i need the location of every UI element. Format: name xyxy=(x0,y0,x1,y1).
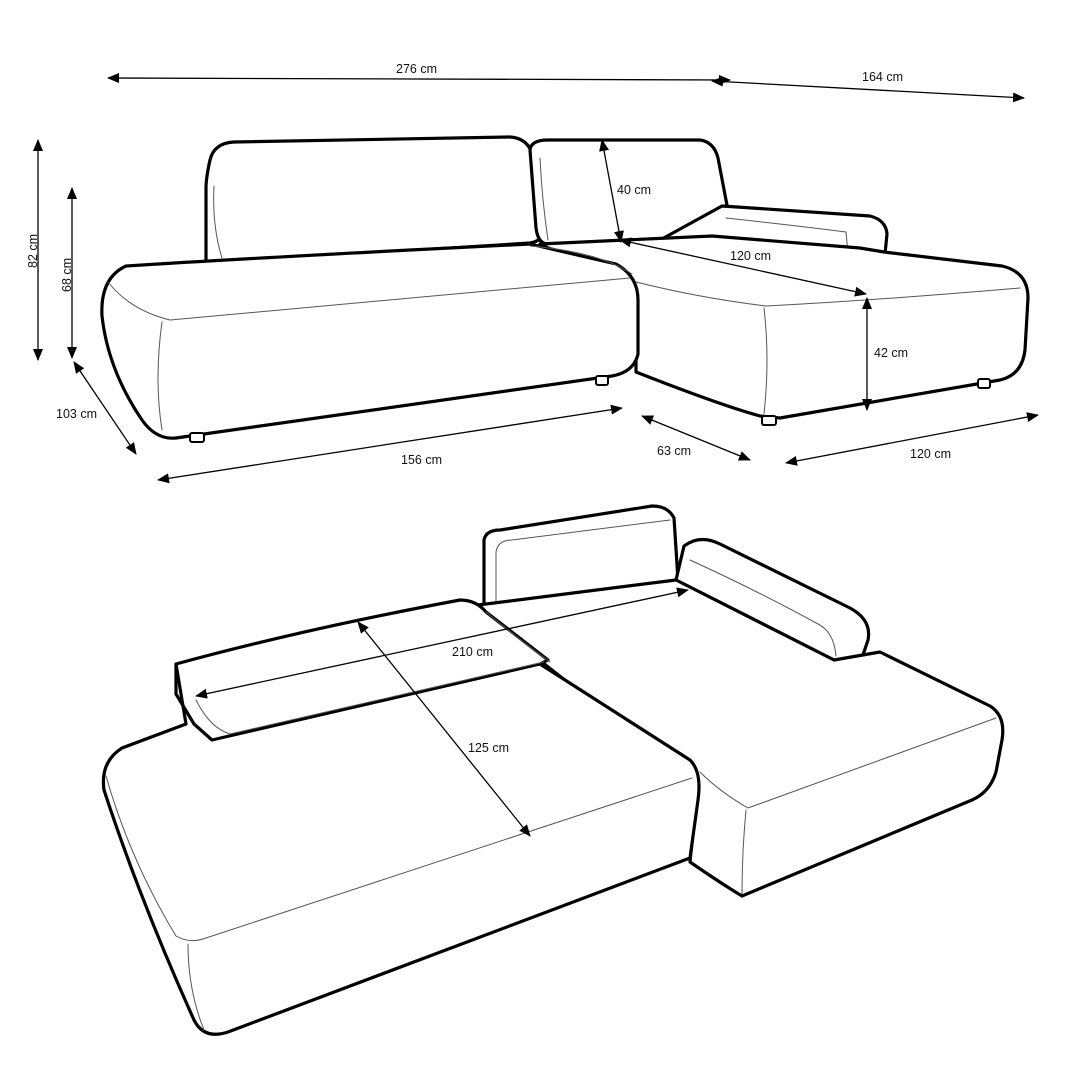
dim-276-line xyxy=(107,73,731,85)
foot-middle xyxy=(595,375,609,386)
dim-120-front-label: 120 cm xyxy=(910,447,951,461)
dim-63-label: 63 cm xyxy=(657,444,691,458)
right-backrest-seam xyxy=(539,157,549,241)
foot-chaise-front xyxy=(761,415,777,426)
bed-chaise-arm-seam xyxy=(689,559,837,657)
bed-pullout-board xyxy=(174,662,542,742)
dim-156-label: 156 cm xyxy=(401,453,442,467)
dim-120-chaise-line xyxy=(619,237,867,297)
dim-40-label: 40 cm xyxy=(617,183,651,197)
chaise-arm-seam xyxy=(725,217,849,255)
dim-120-chaise-label: 120 cm xyxy=(730,249,771,263)
bed-main-top-seam xyxy=(105,775,693,942)
dim-120-front-line xyxy=(785,412,1039,466)
right-backrest xyxy=(528,138,729,246)
sofa-bed-view: 210 cm 125 cm xyxy=(101,504,1005,1036)
left-backrest-seam xyxy=(213,185,223,259)
bed-main-front-seam xyxy=(187,943,205,1031)
dim-156-line xyxy=(157,404,623,484)
dim-42-label: 42 cm xyxy=(874,346,908,360)
sofa-sitting-view: 276 cm 164 cm 82 cm 68 cm 103 cm 40 cm 1… xyxy=(26,62,1039,484)
bed-chaise-front-seam xyxy=(741,809,747,895)
left-backrest xyxy=(204,135,548,264)
dim-164-line xyxy=(711,76,1025,103)
bed-back-cushion-seam xyxy=(495,519,671,605)
dim-125-line xyxy=(357,621,531,837)
dim-103-label: 103 cm xyxy=(56,407,97,421)
main-seat-top-seam xyxy=(107,277,631,321)
bed-board-seam xyxy=(195,661,545,735)
dim-68-label: 68 cm xyxy=(60,258,74,292)
bed-chaise-top-seam xyxy=(699,717,997,809)
dim-276-label: 276 cm xyxy=(396,62,437,76)
dim-164-label: 164 cm xyxy=(862,70,903,84)
dim-40-line xyxy=(599,139,624,243)
dim-82-label: 82 cm xyxy=(26,234,40,268)
dim-103-line xyxy=(73,361,137,455)
dim-125-label: 125 cm xyxy=(468,741,509,755)
bed-back-cushion xyxy=(482,504,680,608)
foot-left xyxy=(189,432,205,443)
main-seat xyxy=(100,242,640,440)
chaise-front-seam xyxy=(763,307,768,415)
dim-210-label: 210 cm xyxy=(452,645,493,659)
dim-63-line xyxy=(641,415,751,461)
foot-chaise-right xyxy=(977,378,991,389)
